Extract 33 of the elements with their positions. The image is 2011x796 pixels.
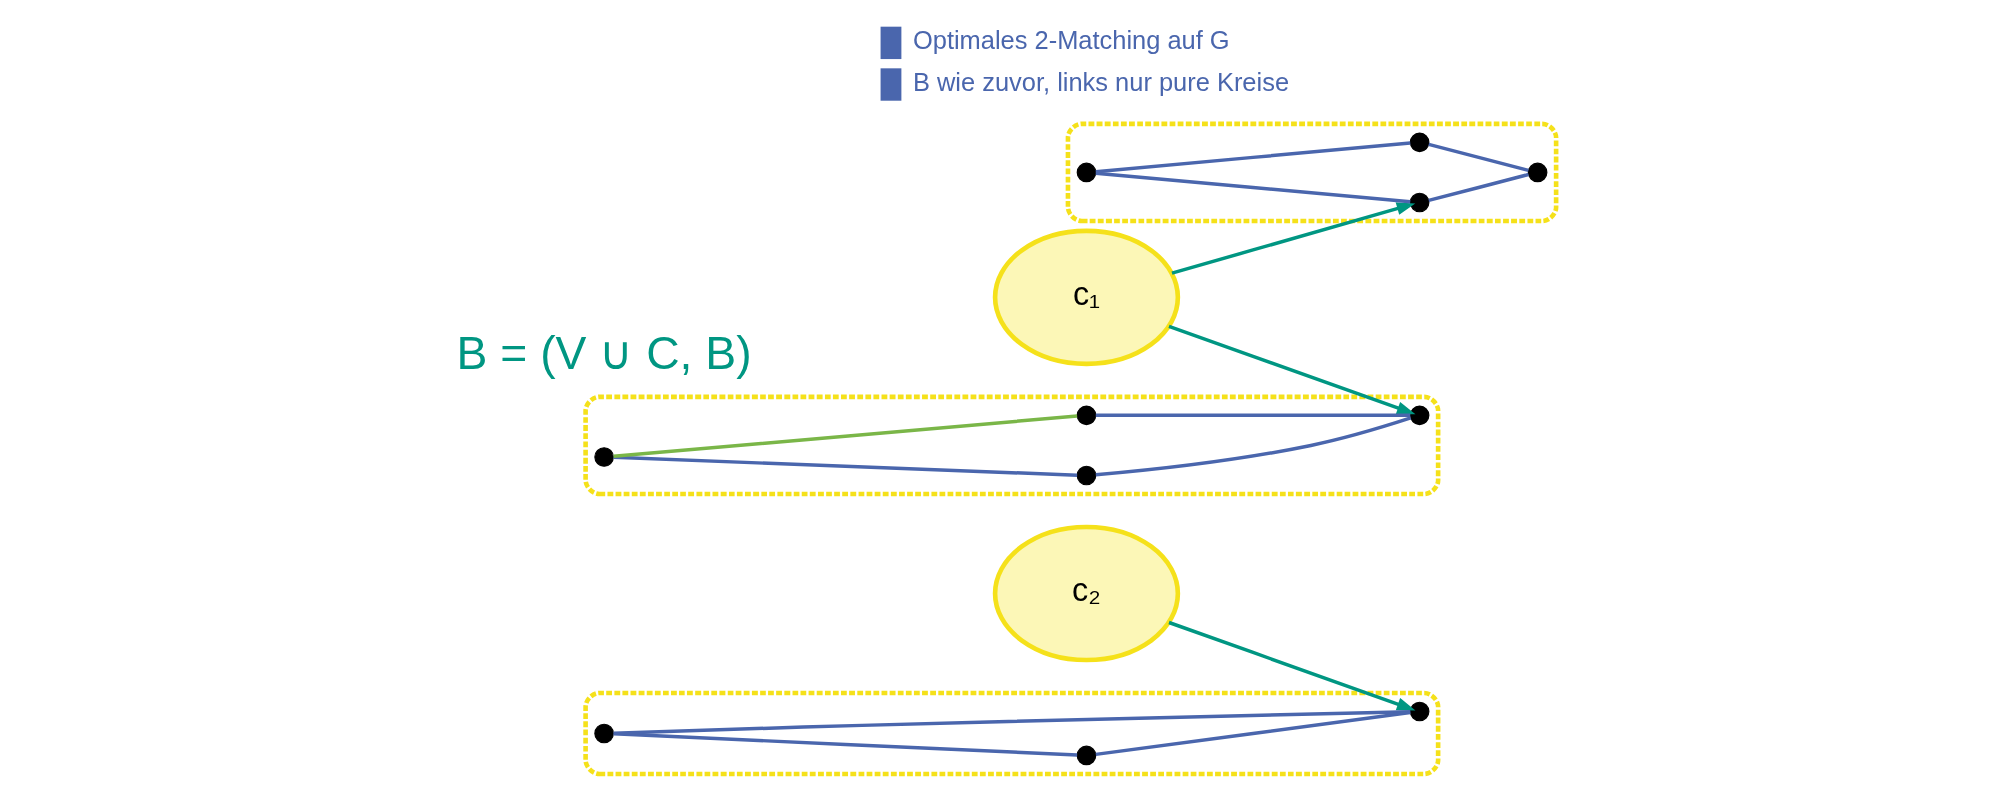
node-ellipse: c₂: [992, 524, 1181, 663]
node-circle: [1409, 192, 1430, 213]
node-circle: [1409, 701, 1430, 722]
connector: [1428, 172, 1529, 203]
connector: [1095, 710, 1411, 757]
label: B = (V ∪ C, B): [456, 327, 752, 380]
node-circle: [1527, 162, 1548, 183]
node-circle: [594, 723, 614, 744]
node-circle: [1409, 132, 1430, 153]
cluster: [583, 394, 1441, 497]
node-circle: [594, 447, 614, 467]
node-circle: [1076, 745, 1097, 766]
connector: [613, 732, 1078, 757]
connector: [1095, 141, 1411, 174]
connector: [613, 455, 1078, 477]
arrow: [1168, 324, 1416, 415]
node-circle: [1076, 405, 1097, 426]
cluster: [1065, 121, 1559, 224]
connector: [613, 414, 1078, 458]
connector: [1095, 171, 1411, 204]
node-circle: [1409, 405, 1430, 426]
connector: [1095, 413, 1411, 418]
arrow: [1171, 202, 1416, 275]
connector: [613, 709, 1411, 735]
legend-label: Optimales 2-Matching auf G: [912, 26, 1230, 55]
cluster: [583, 690, 1441, 777]
node-ellipse: c₁: [992, 228, 1181, 367]
legend-label: B wie zuvor, links nur pure Kreise: [912, 68, 1290, 96]
node-circle: [1076, 465, 1097, 486]
connector: [1428, 142, 1529, 173]
connector: [1095, 416, 1412, 477]
arrow: [1168, 620, 1416, 711]
node-circle: [1076, 162, 1097, 183]
